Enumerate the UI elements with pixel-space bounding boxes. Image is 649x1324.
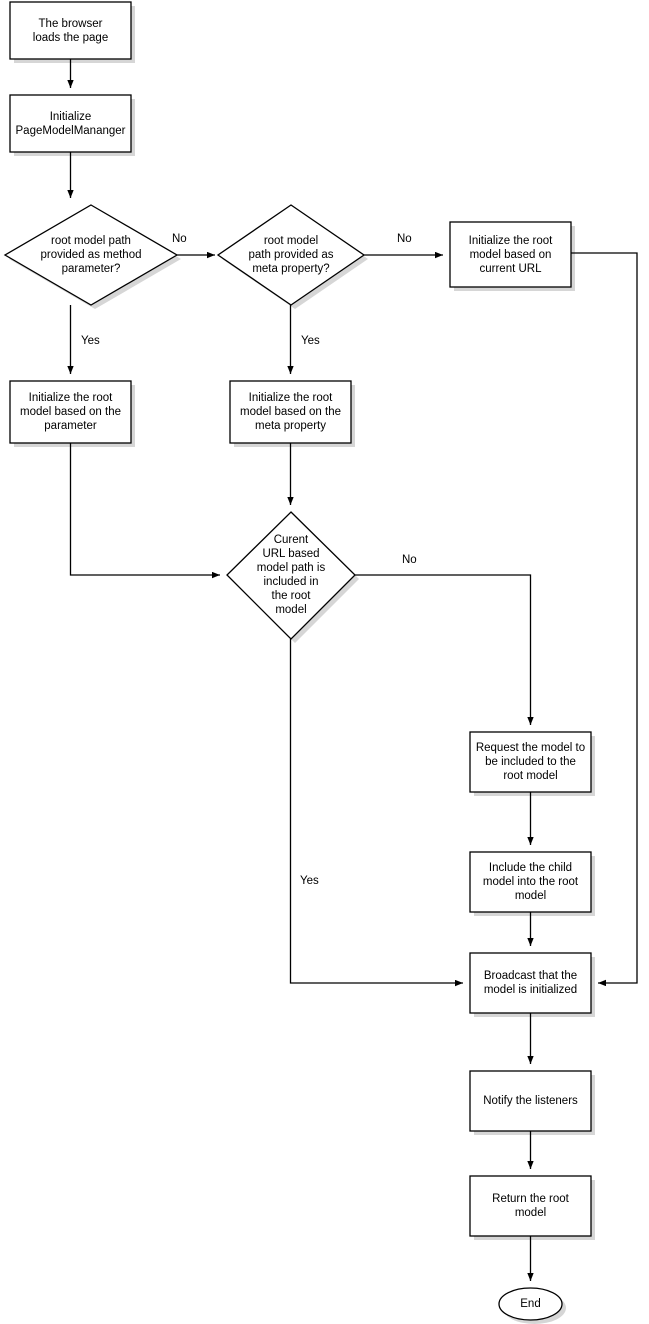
node-return-root-model (469, 1175, 592, 1237)
node-request-model-hit[interactable] (470, 732, 591, 792)
node-decision-method-param-hit[interactable] (5, 205, 177, 305)
node-broadcast-initialized (469, 952, 592, 1014)
node-init-current-url-hit[interactable] (450, 222, 571, 287)
node-end-hit[interactable] (499, 1288, 562, 1320)
node-init-current-url (449, 221, 572, 288)
node-browser-loads-page (9, 1, 132, 60)
node-init-from-parameter (9, 380, 132, 444)
node-notify-listeners (469, 1070, 592, 1132)
node-notify-listeners-hit[interactable] (470, 1071, 591, 1131)
node-include-child-model (469, 851, 592, 913)
node-decision-url-included-hit[interactable] (227, 512, 355, 639)
node-decision-url-included (226, 511, 356, 640)
node-decision-method-param (3, 204, 179, 306)
edge-decision3-yes (289, 639, 463, 987)
node-init-manager (9, 94, 132, 153)
node-return-root-model-hit[interactable] (470, 1176, 591, 1236)
node-include-child-model-hit[interactable] (470, 852, 591, 912)
node-request-model (469, 731, 592, 793)
connector-lines (67, 59, 638, 1281)
edge-decision3-no (355, 574, 534, 725)
node-broadcast-initialized-hit[interactable] (470, 953, 591, 1013)
node-init-from-meta (229, 380, 352, 444)
node-end (498, 1287, 563, 1321)
edge-currenturl-to-broadcast (571, 252, 638, 987)
node-decision-meta-prop-hit[interactable] (218, 205, 364, 305)
node-browser-loads-page-hit[interactable] (10, 2, 131, 59)
node-init-manager-hit[interactable] (10, 95, 131, 152)
shape-outlines (3, 1, 592, 1321)
node-decision-meta-prop (216, 204, 366, 306)
node-init-from-meta-hit[interactable] (230, 381, 351, 443)
edge-param-to-decision3 (69, 443, 220, 579)
node-init-from-parameter-hit[interactable] (10, 381, 131, 443)
